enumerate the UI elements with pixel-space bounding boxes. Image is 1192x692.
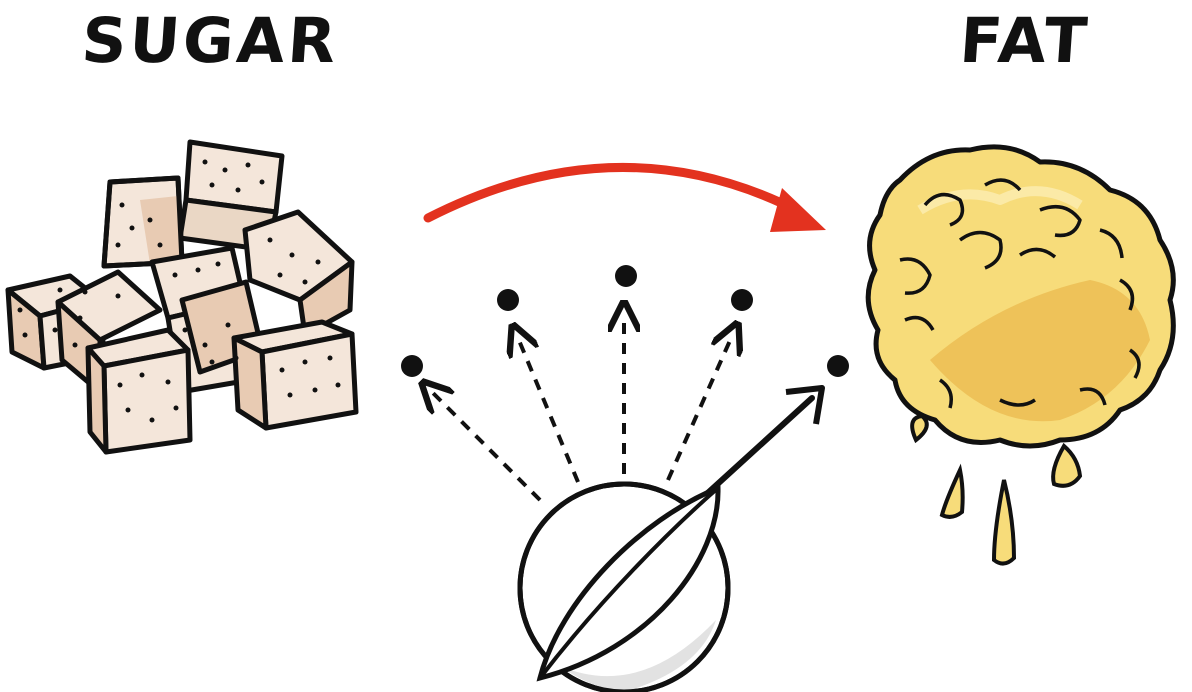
fat-blob-icon [865,144,1176,449]
sugar-grain-dots [17,159,341,423]
pathway-options [432,316,732,502]
chosen-path-arrow-icon [697,385,825,503]
ringed-sphere-icon [517,481,731,692]
sugar-cubes-icon [5,139,359,455]
fat-drips-icon [910,413,1083,566]
red-curved-arrow-icon [423,162,826,232]
pathway-endpoint-dots [401,265,849,377]
